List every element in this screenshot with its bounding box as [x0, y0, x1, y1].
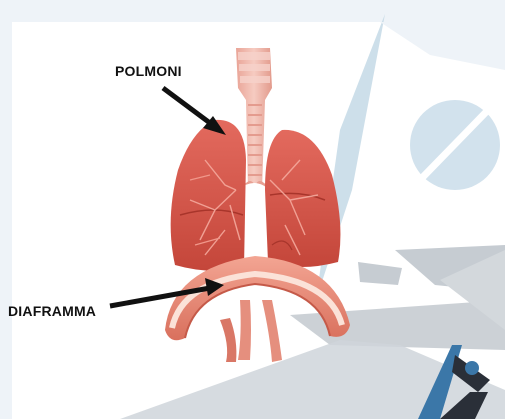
lungs-label: POLMONI	[115, 63, 182, 79]
diaphragm-label: DIAFRAMMA	[8, 303, 96, 319]
